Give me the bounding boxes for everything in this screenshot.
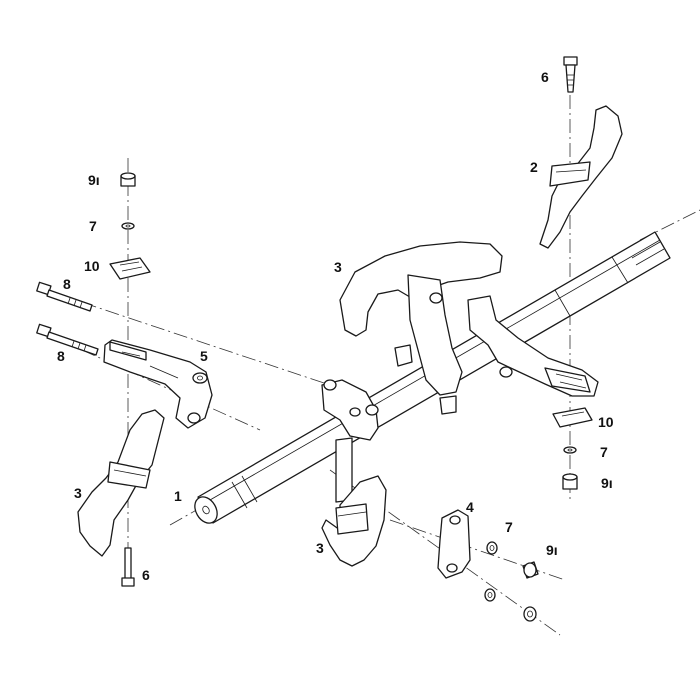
callout-10-right: 10 <box>598 414 614 430</box>
shift-fork-3-left <box>77 409 165 587</box>
nut-9i-left <box>120 172 136 187</box>
callout-4: 4 <box>466 499 474 515</box>
callout-3-upper: 3 <box>334 259 342 275</box>
lock-plate-10-left <box>109 257 151 280</box>
callout-9i-left: 9ı <box>88 172 100 188</box>
bolt-6-upper <box>563 56 578 93</box>
callout-7-right: 7 <box>600 444 608 460</box>
callout-3-left: 3 <box>74 485 82 501</box>
callout-9i-link: 9ı <box>546 542 558 558</box>
bolt-8-lower <box>36 323 99 356</box>
washer-7-left <box>121 222 135 230</box>
callout-5: 5 <box>200 348 208 364</box>
callout-8-upper: 8 <box>63 276 71 292</box>
selector-link-4 <box>437 509 471 579</box>
nut-9i-right <box>562 473 578 490</box>
callout-10-left: 10 <box>84 258 100 274</box>
lock-plate-10-right <box>552 407 593 428</box>
bolt-8-upper <box>36 281 93 312</box>
callout-9i-right: 9ı <box>601 475 613 491</box>
washer-7-link-lower <box>484 588 496 602</box>
nut-9i-link-lower <box>523 606 537 622</box>
callout-7-left: 7 <box>89 218 97 234</box>
washer-7-right <box>563 446 577 454</box>
centre-bracket <box>321 379 379 441</box>
shift-fork-2 <box>539 105 623 249</box>
shift-fork-3-lower <box>321 437 387 567</box>
shift-arm-right <box>467 295 599 397</box>
callout-8-lower: 8 <box>57 348 65 364</box>
callout-7-link: 7 <box>505 519 513 535</box>
callout-2: 2 <box>530 159 538 175</box>
callout-6-lower: 6 <box>142 567 150 583</box>
nut-9i-link-upper <box>522 561 539 579</box>
shift-lever-5 <box>103 339 213 429</box>
callout-labels: 1 2 3 3 3 4 5 6 6 7 7 7 8 8 9ı 9ı 9ı 10 … <box>57 69 614 583</box>
callout-1: 1 <box>174 488 182 504</box>
shift-fork-3-upper <box>339 241 503 415</box>
callout-6-upper: 6 <box>541 69 549 85</box>
washer-7-link-upper <box>486 541 498 555</box>
callout-3-lower: 3 <box>316 540 324 556</box>
